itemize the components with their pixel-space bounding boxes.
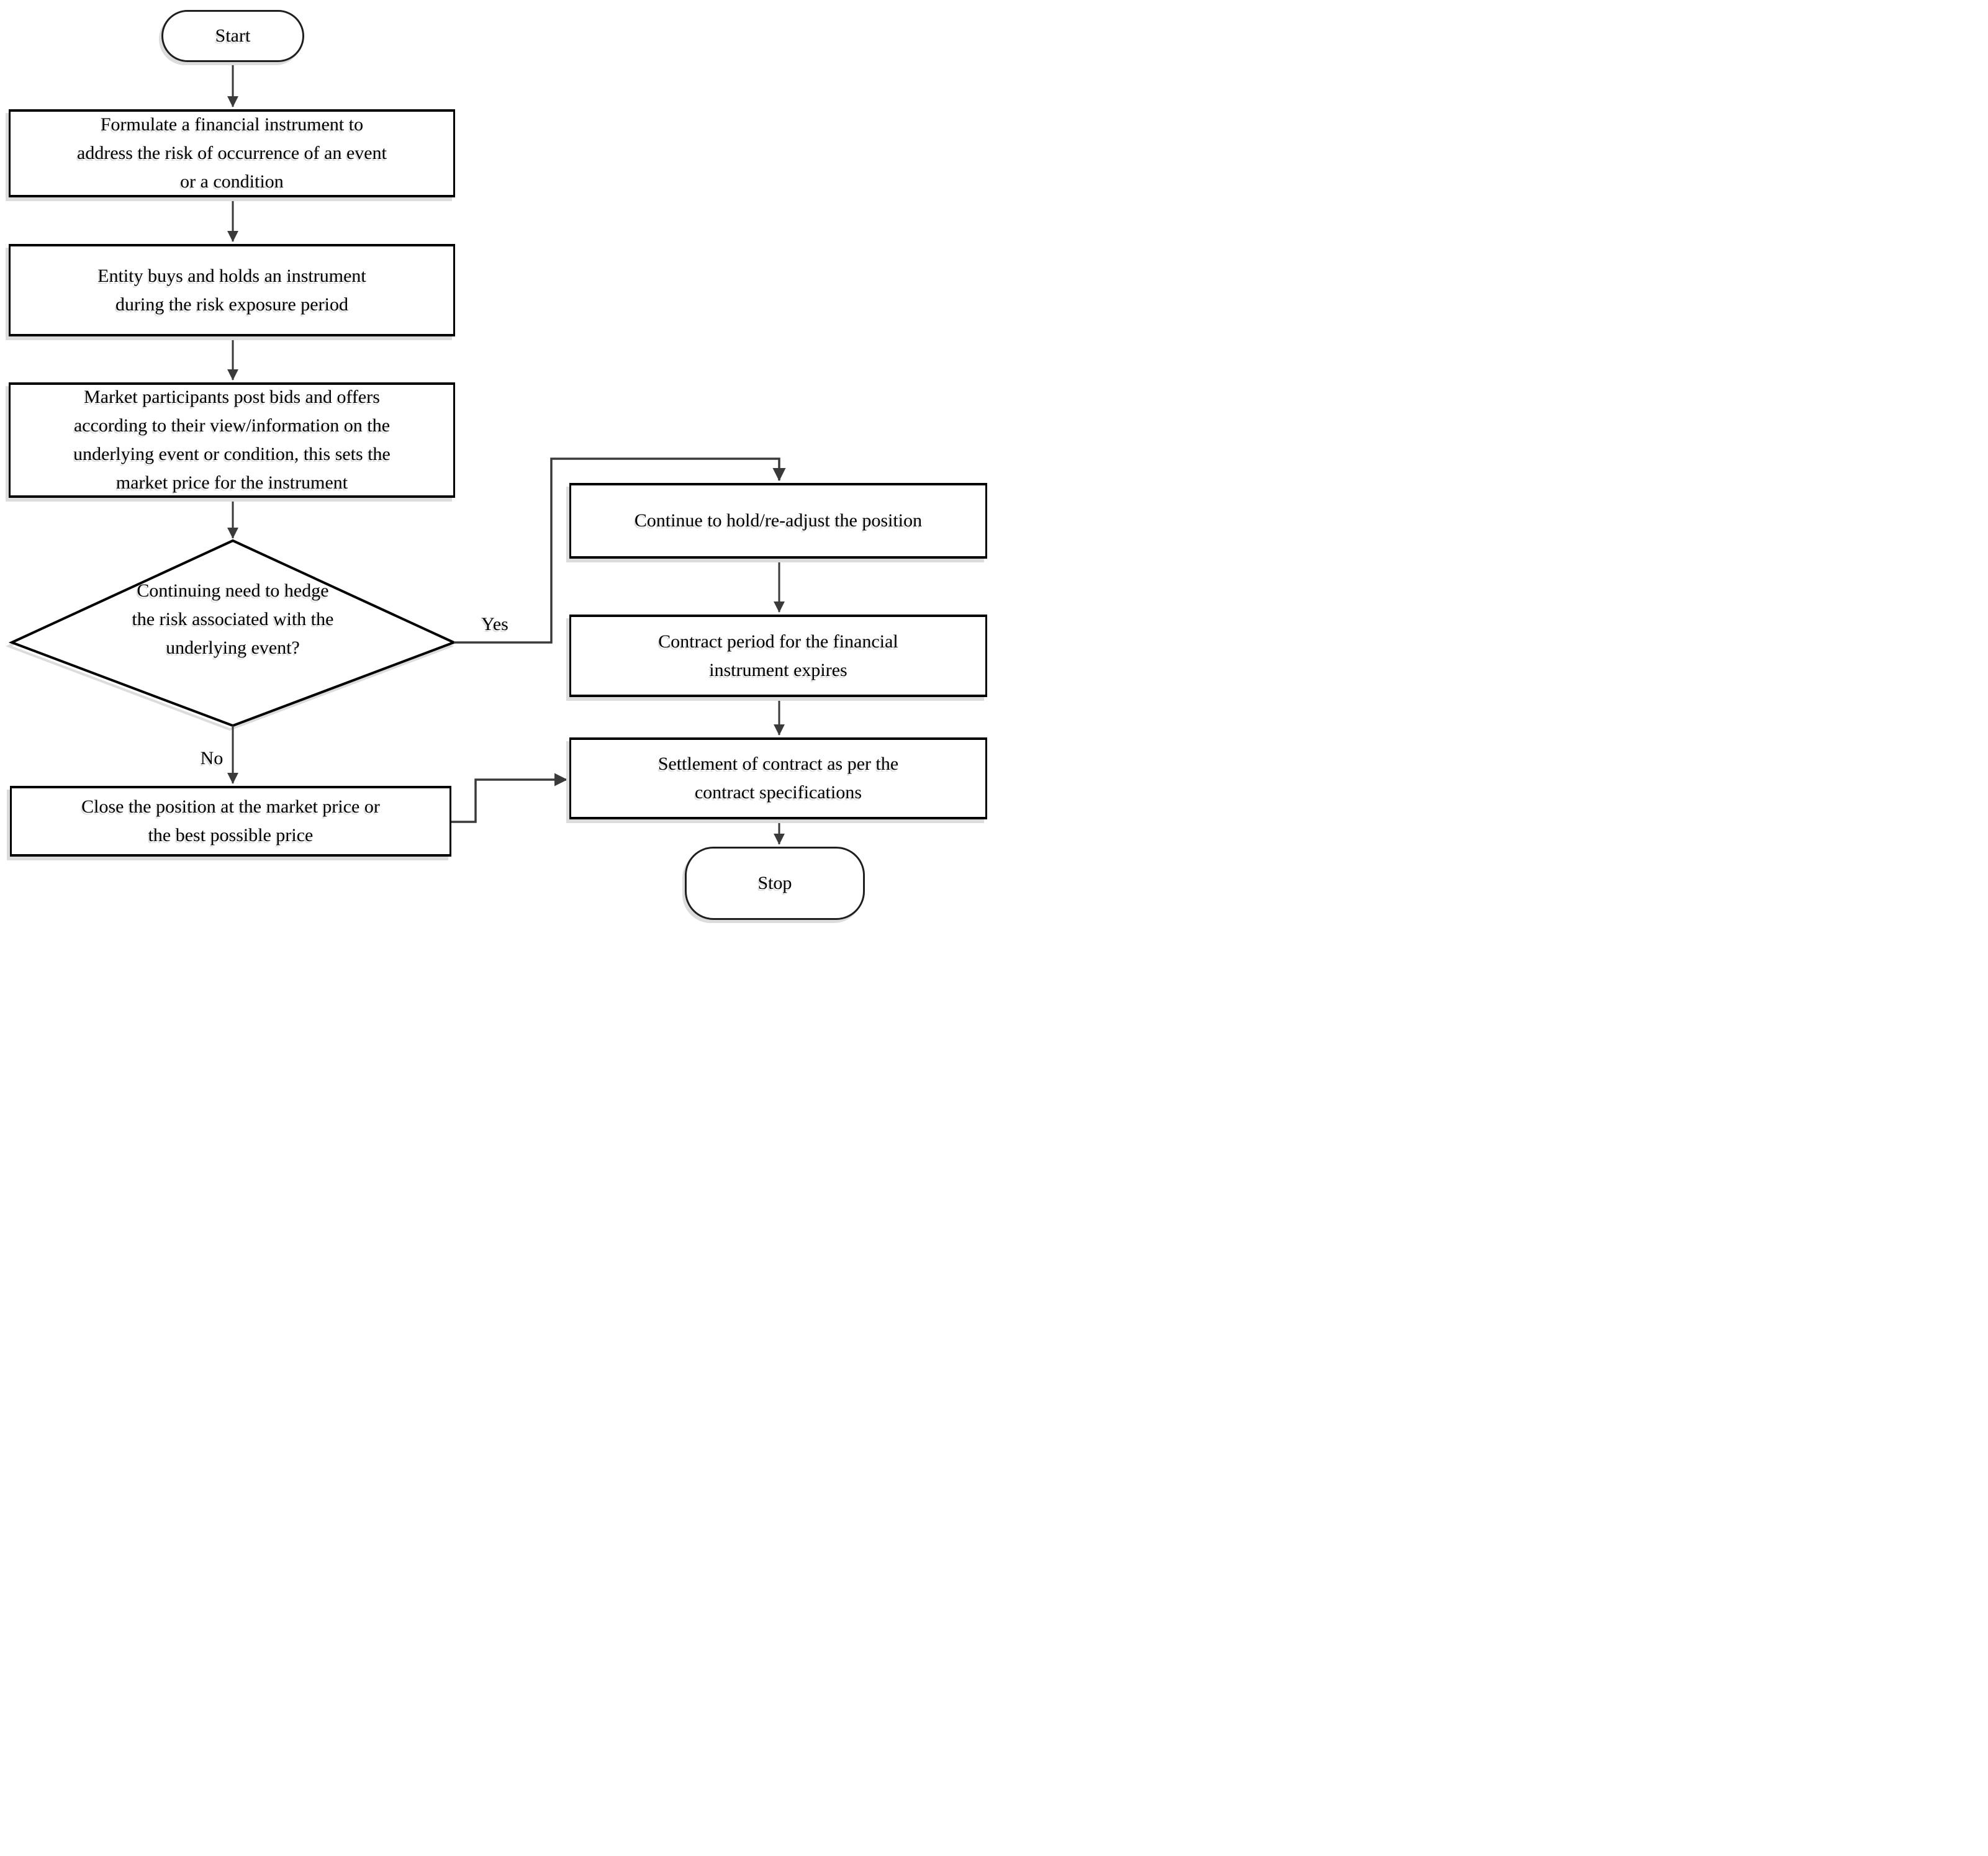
process-continue-hold-readjust: Continue to hold/re-adjust the position: [569, 483, 987, 559]
process-formulate-instrument: Formulate a financial instrument to addr…: [9, 109, 455, 197]
stop-terminator: Stop: [685, 847, 865, 920]
connector-layer: [5, 62, 786, 845]
edge-close-to-settlement: [451, 773, 568, 823]
process-settlement-of-contract: Settlement of contract as per the contra…: [569, 737, 987, 819]
process-market-participants: Market participants post bids and offers…: [9, 382, 455, 498]
no-branch-label: No: [200, 748, 224, 768]
stop-label: Stop: [757, 873, 792, 893]
start-label: Start: [215, 25, 251, 46]
process-contract-period-expires: Contract period for the financial instru…: [569, 615, 987, 697]
settlement-label: Settlement of contract as per the contra…: [657, 754, 899, 803]
flowchart-canvas: Start Formulate a financial instrument t…: [0, 0, 994, 928]
decision-label-text: Continuing need to hedge the risk associ…: [132, 580, 334, 658]
formulate-label: Formulate a financial instrument to addr…: [77, 114, 387, 192]
decision-continuing-need-to-hedge: Continuing need to hedge the risk associ…: [12, 541, 454, 726]
process-entity-buys-holds: Entity buys and holds an instrument duri…: [9, 244, 455, 336]
edge-yes-decision-to-continue: [454, 457, 786, 644]
close-position-label: Close the position at the market price o…: [81, 796, 380, 845]
start-terminator: Start: [161, 10, 304, 62]
continue-hold-label: Continue to hold/re-adjust the position: [634, 510, 923, 531]
market-participants-label: Market participants post bids and offers…: [73, 387, 391, 493]
contract-period-label: Contract period for the financial instru…: [658, 631, 898, 680]
process-close-position: Close the position at the market price o…: [10, 786, 451, 857]
entity-buys-label: Entity buys and holds an instrument duri…: [97, 265, 366, 315]
yes-branch-label: Yes: [481, 614, 508, 634]
